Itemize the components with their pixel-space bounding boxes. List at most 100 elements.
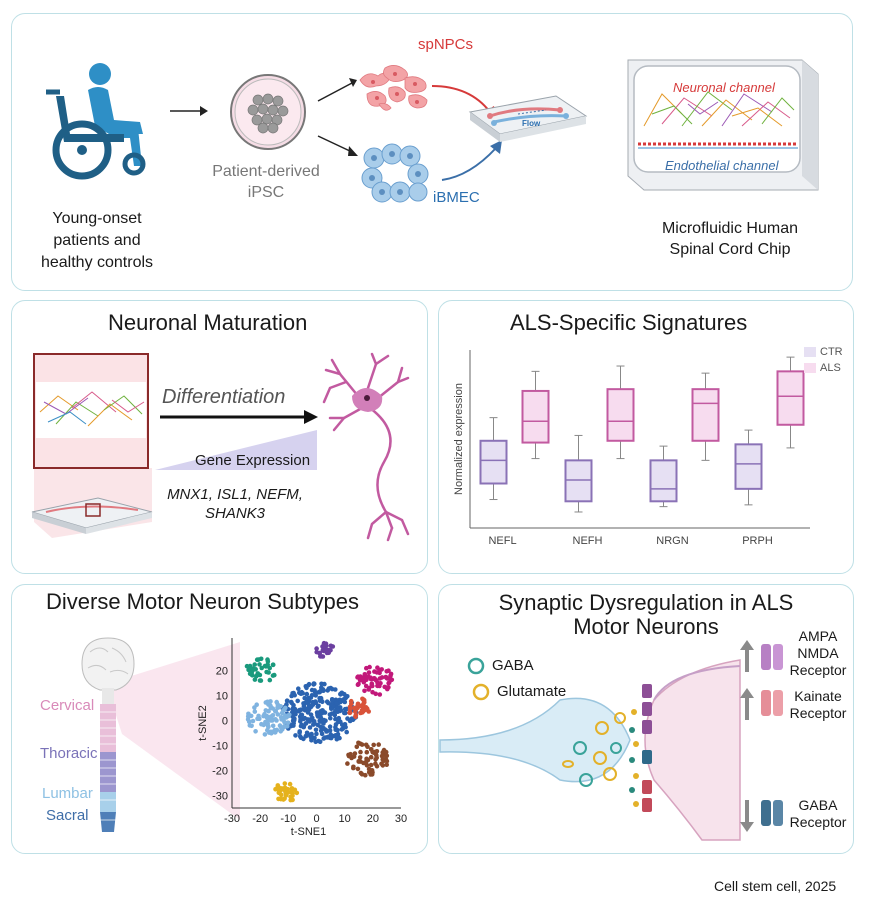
tsne-point (379, 753, 385, 759)
tsne-point (297, 707, 302, 713)
tsne-point (364, 677, 369, 683)
tsne-point (347, 710, 352, 715)
tsne-point (333, 733, 338, 738)
tsne-point (373, 757, 378, 762)
spinal-cord-icon (81, 637, 240, 832)
y-axis-label: Normalized expression (453, 383, 465, 495)
tsne-point (297, 730, 302, 735)
ipsc-dish-icon (230, 74, 306, 150)
tsne-point (345, 761, 350, 766)
tsne-y-tick: 10 (216, 691, 228, 703)
tsne-point (275, 712, 281, 717)
tsne-point (360, 675, 365, 680)
tsne-point (361, 760, 366, 766)
tsne-point (257, 672, 263, 678)
tsne-x-tick: 0 (313, 813, 319, 825)
tsne-point (290, 706, 295, 712)
tsne-point (269, 731, 274, 736)
tsne-x-tick: -20 (252, 813, 268, 825)
tsne-point (327, 724, 333, 729)
tsne-point (328, 715, 333, 721)
tsne-point (356, 758, 361, 764)
legend-als: ALS (804, 362, 841, 374)
tsne-point (348, 751, 353, 757)
tsne-point (363, 772, 368, 778)
tsne-point (322, 681, 327, 687)
receptor-label-line: NMDA (797, 645, 839, 661)
tsne-point (282, 781, 288, 786)
tsne-point (303, 733, 309, 739)
tick-label: PRPH (742, 535, 773, 547)
tsne-point (272, 727, 277, 733)
tsne-point (315, 704, 321, 709)
tsne-point (297, 734, 303, 739)
tsne-point (306, 681, 312, 687)
tsne-point (351, 764, 356, 770)
ctr-box (479, 439, 508, 485)
tsne-point (280, 786, 286, 792)
legend-ctr-swatch (804, 347, 816, 358)
tsne-point (334, 701, 339, 706)
tsne-point (355, 682, 361, 687)
tsne-point (305, 710, 311, 715)
tsne-point (273, 708, 278, 714)
gaba-legend-icon (467, 657, 485, 675)
blue-arrow-icon (441, 140, 502, 181)
ampa-nmda-receptor-label: AMPA NMDA Receptor (782, 628, 854, 679)
tsne-point (366, 670, 372, 675)
tsne-point (298, 719, 303, 724)
tsne-point (279, 725, 285, 731)
tsne-point (327, 712, 333, 717)
tsne-point (315, 711, 320, 717)
down-arrow-icon (740, 800, 754, 832)
tsne-y-tick: -10 (212, 741, 228, 753)
tsne-point (321, 736, 326, 741)
tsne-y-label: t-SNE2 (197, 705, 209, 740)
patients-label: Young-onset patients and healthy control… (27, 208, 167, 274)
gaba-receptor-label: GABA Receptor (782, 797, 854, 831)
tsne-point (373, 691, 378, 697)
tsne-point (278, 796, 284, 802)
tsne-point (279, 710, 285, 716)
tsne-point (339, 727, 345, 732)
tsne-point (384, 685, 389, 690)
tsne-point (262, 663, 268, 669)
tsne-point (379, 675, 385, 680)
tsne-point (289, 786, 295, 791)
tsne-point (328, 643, 334, 649)
tsne-point (321, 721, 326, 726)
tsne-point (324, 699, 330, 704)
tsne-point (286, 713, 291, 719)
tsne-point (363, 683, 369, 689)
tsne-point (328, 702, 334, 707)
tsne-point (318, 654, 323, 659)
tsne-point (252, 709, 258, 714)
chip-zoom-icon (31, 353, 153, 538)
tsne-point (281, 717, 286, 722)
tsne-point (299, 712, 305, 718)
wheelchair-patient-icon (46, 63, 146, 180)
ipsc-label-line: iPSC (247, 184, 285, 201)
tsne-point (295, 698, 300, 704)
region-thoracic: Thoracic (40, 745, 98, 762)
tsne-point (252, 677, 258, 682)
differentiation-arrow-icon (160, 410, 318, 424)
gene-list-line: SHANK3 (204, 505, 266, 522)
tsne-point (320, 708, 325, 713)
tsne-point (366, 674, 371, 679)
tsne-point (256, 657, 261, 662)
tsne-point (309, 687, 315, 693)
tsne-point (344, 729, 349, 735)
tsne-point (364, 749, 370, 755)
tsne-x-tick: 30 (395, 813, 407, 825)
tick-label: NRGN (656, 535, 688, 547)
tsne-point (304, 691, 310, 697)
tsne-point (324, 650, 330, 656)
tsne-point (358, 770, 364, 776)
tsne-point (314, 649, 319, 655)
tsne-point (284, 698, 290, 703)
region-sacral: Sacral (46, 807, 89, 824)
receptor-label-line: Receptor (789, 705, 847, 721)
gene-expression-label: Gene Expression (195, 452, 311, 469)
ampa-receptor-icon (761, 644, 783, 670)
